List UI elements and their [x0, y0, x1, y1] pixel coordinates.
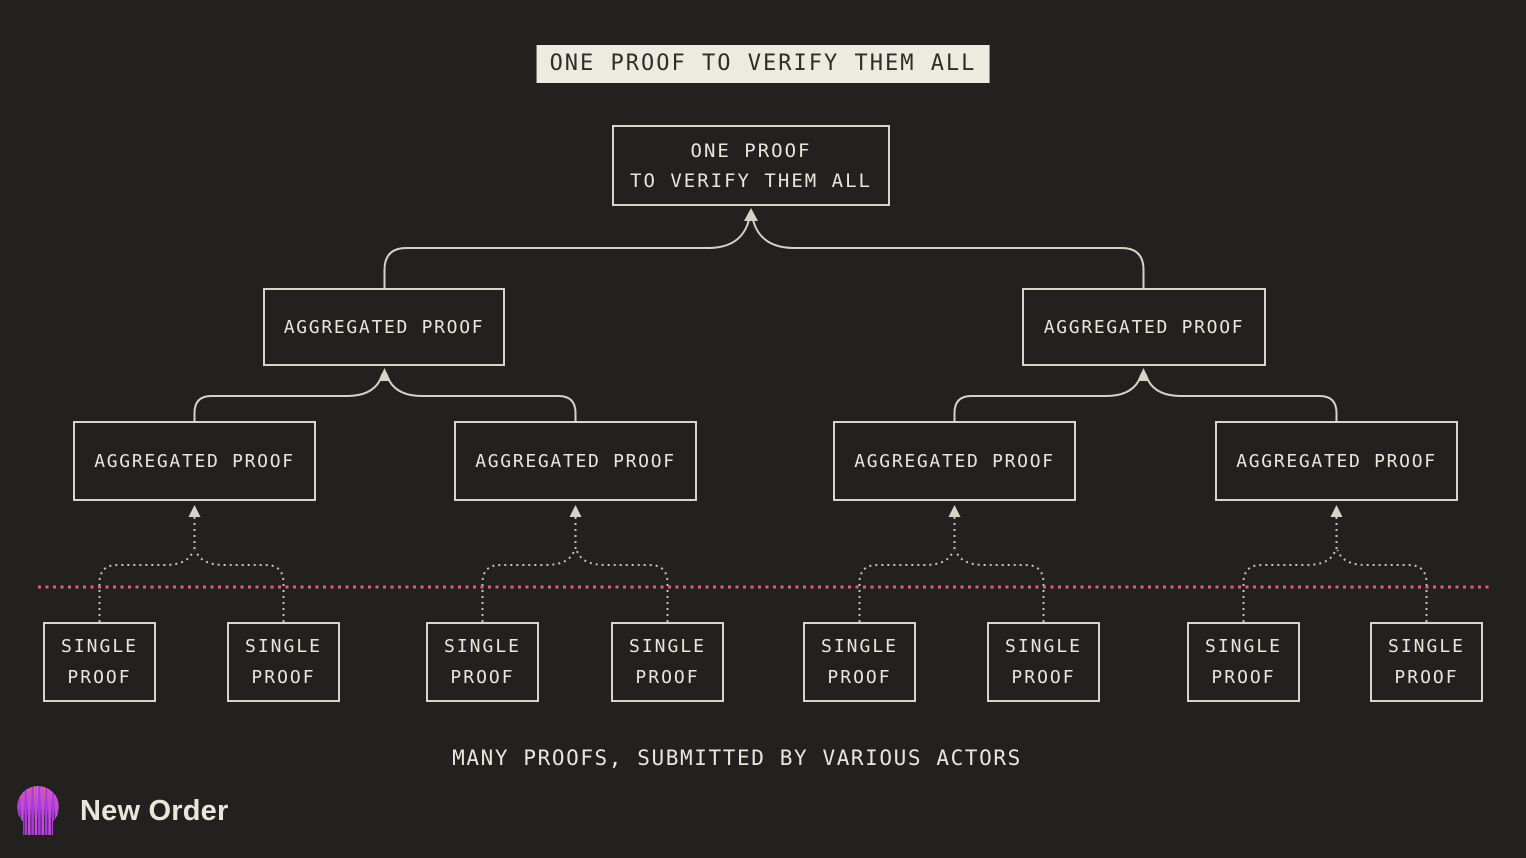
single-proof-box-6: SINGLE PROOF	[987, 622, 1100, 702]
new-order-logo: New Order	[14, 784, 228, 844]
up-arrow-icon	[188, 505, 201, 517]
single-proof-line2: PROOF	[635, 667, 700, 688]
single-proof-line1: SINGLE	[628, 636, 707, 657]
root-proof-line2: TO VERIFY THEM ALL	[630, 169, 872, 192]
striped-ball-icon	[17, 786, 59, 835]
aggregated-proof-box-l3-2: AGGREGATED PROOF	[454, 421, 697, 501]
aggregated-proof-box-l2-right: AGGREGATED PROOF	[1022, 288, 1266, 366]
single-proof-line2: PROOF	[1394, 667, 1459, 688]
single-proof-line2: PROOF	[251, 667, 316, 688]
left-aggregation-connector	[193, 368, 577, 421]
single-proof-line2: PROOF	[1011, 667, 1076, 688]
aggregated-proof-box-l2-left: AGGREGATED PROOF	[263, 288, 505, 366]
up-arrow-icon	[948, 505, 961, 517]
single-proof-line2: PROOF	[450, 667, 515, 688]
up-arrow-icon	[569, 505, 582, 517]
single-proof-line1: SINGLE	[443, 636, 522, 657]
title-banner: ONE PROOF TO VERIFY THEM ALL	[536, 45, 990, 83]
aggregated-proof-box-l3-1: AGGREGATED PROOF	[73, 421, 316, 501]
single-proof-line2: PROOF	[827, 667, 892, 688]
single-proof-line1: SINGLE	[60, 636, 139, 657]
single-proof-line1: SINGLE	[1387, 636, 1466, 657]
single-proof-line1: SINGLE	[820, 636, 899, 657]
up-arrow-icon	[744, 208, 758, 221]
root-connector	[383, 208, 1145, 288]
aggregated-proof-box-l3-3: AGGREGATED PROOF	[833, 421, 1076, 501]
up-arrow-icon	[1330, 505, 1343, 517]
up-arrow-icon	[1137, 368, 1150, 381]
dotted-connector-group-4	[1242, 505, 1428, 622]
up-arrow-icon	[378, 368, 391, 381]
single-proof-line1: SINGLE	[244, 636, 323, 657]
single-proof-box-4: SINGLE PROOF	[611, 622, 724, 702]
single-proof-box-5: SINGLE PROOF	[803, 622, 916, 702]
single-proof-line1: SINGLE	[1204, 636, 1283, 657]
root-proof-line1: ONE PROOF	[690, 139, 812, 162]
root-proof-box: ONE PROOF TO VERIFY THEM ALL	[612, 125, 890, 206]
dotted-connector-group-2	[481, 505, 669, 622]
dotted-connector-group-3	[858, 505, 1045, 622]
single-proof-line1: SINGLE	[1004, 636, 1083, 657]
bottom-caption: MANY PROOFS, SUBMITTED BY VARIOUS ACTORS	[452, 746, 1022, 770]
dotted-connector-group-1	[98, 505, 285, 622]
single-proof-line2: PROOF	[1211, 667, 1276, 688]
single-proof-box-2: SINGLE PROOF	[227, 622, 340, 702]
single-proof-box-3: SINGLE PROOF	[426, 622, 539, 702]
single-proof-line2: PROOF	[67, 667, 132, 688]
right-aggregation-connector	[953, 368, 1338, 421]
single-proof-box-8: SINGLE PROOF	[1370, 622, 1483, 702]
aggregated-proof-box-l3-4: AGGREGATED PROOF	[1215, 421, 1458, 501]
single-proof-box-1: SINGLE PROOF	[43, 622, 156, 702]
single-proof-box-7: SINGLE PROOF	[1187, 622, 1300, 702]
logo-wordmark: New Order	[80, 794, 229, 827]
